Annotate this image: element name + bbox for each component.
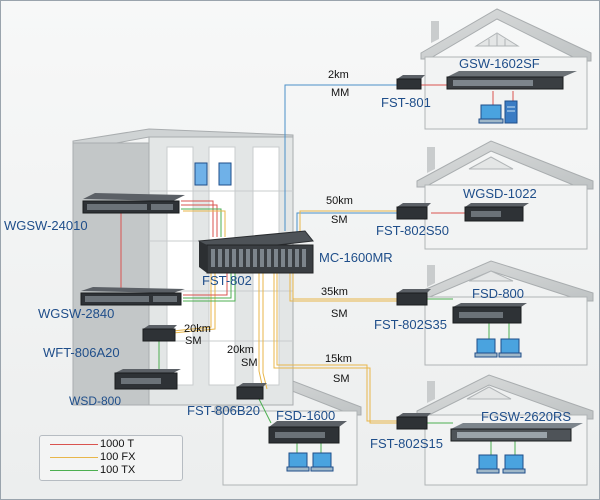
legend-label: 100 TX: [100, 464, 136, 476]
device-label-wsd800: WSD-800: [69, 394, 122, 408]
link-mode-label: MM: [331, 87, 350, 99]
fst802s50-converter: [396, 203, 431, 220]
device-label-wgsw24010: WGSW-24010: [4, 218, 88, 233]
fst802s35-converter: [396, 289, 431, 306]
sm-fiber-fst802s35: [292, 273, 397, 300]
wgsw24010-switch: [82, 193, 185, 214]
gsw1602sf-switch: [446, 71, 577, 90]
device-label-gsw1602sf: GSW-1602SF: [459, 56, 540, 71]
pc-icon: [286, 452, 334, 472]
device-label-fgsw2620rs: FGSW-2620RS: [481, 409, 572, 424]
pc-icon: [476, 454, 526, 474]
link-mode-label: SM: [331, 308, 348, 320]
device-label-mc1600mr: MC-1600MR: [319, 250, 393, 265]
link-distance-label: 20km: [227, 344, 254, 356]
legend-item: 1000 T: [40, 438, 182, 451]
pc-icon: [478, 104, 504, 124]
device-label-wgsw2840: WGSW-2840: [38, 306, 115, 321]
device-label-fst802s35: FST-802S35: [374, 317, 447, 332]
device-label-wgsd1022: WGSD-1022: [463, 186, 537, 201]
copper-wgsw2840: [183, 269, 228, 296]
fgsw2620rs-switch: [450, 423, 583, 442]
building-server-icon: [194, 162, 232, 186]
legend-swatch: [50, 457, 98, 458]
fsd800-switch: [452, 303, 527, 324]
link-mode-label: SM: [185, 335, 202, 347]
mm-fiber-fst801: [284, 84, 397, 231]
mc1600mr-chassis: [198, 230, 314, 274]
fsd1600-switch: [268, 421, 347, 444]
device-label-fst802s15: FST-802S15: [370, 436, 443, 451]
device-label-fst802: FST-802: [202, 273, 252, 288]
wft806a20-converter: [142, 325, 177, 342]
device-label-wft806a20: WFT-806A20: [43, 345, 120, 360]
link-distance-label: 50km: [326, 195, 353, 207]
sm-fiber-fst802s50: [296, 212, 397, 233]
links: [120, 84, 516, 457]
wgsw2840-switch: [80, 287, 185, 306]
device-label-fsd1600: FSD-1600: [276, 408, 336, 423]
legend-item: 100 FX: [40, 451, 182, 464]
legend-swatch: [50, 444, 98, 445]
device-label-fst806b20: FST-806B20: [187, 403, 260, 418]
link-distance-label: 2km: [328, 69, 349, 81]
link-mode-label: SM: [241, 357, 258, 369]
device-label-fsd800: FSD-800: [472, 286, 525, 301]
legend-swatch: [50, 470, 98, 471]
device-label-fst802s50: FST-802S50: [376, 223, 449, 238]
sm-fiber-fst802s15: [276, 273, 397, 422]
legend-label: 1000 T: [100, 438, 135, 450]
sm-fiber-wft806a20: [172, 273, 216, 334]
legend-label: 100 FX: [100, 451, 136, 463]
pc-icon: [474, 338, 522, 358]
link-distance-label: 35km: [321, 286, 348, 298]
link-mode-label: SM: [331, 214, 348, 226]
wsd800-switch: [114, 369, 181, 390]
device-label-fst801: FST-801: [381, 95, 431, 110]
gigabit-copper-wgsw24010: [181, 200, 214, 237]
link-distance-label: 20km: [184, 323, 211, 335]
fst806b20-converter: [236, 383, 267, 400]
server-icon: [504, 100, 518, 124]
wgsd1022-switch: [464, 203, 529, 222]
link-distance-label: 15km: [325, 353, 352, 365]
fst801-converter: [396, 75, 425, 90]
legend-item: 100 TX: [40, 464, 182, 477]
fst802s15-converter: [396, 413, 431, 430]
legend: 1000 T 100 FX 100 TX: [39, 435, 183, 481]
link-mode-label: SM: [333, 373, 350, 385]
